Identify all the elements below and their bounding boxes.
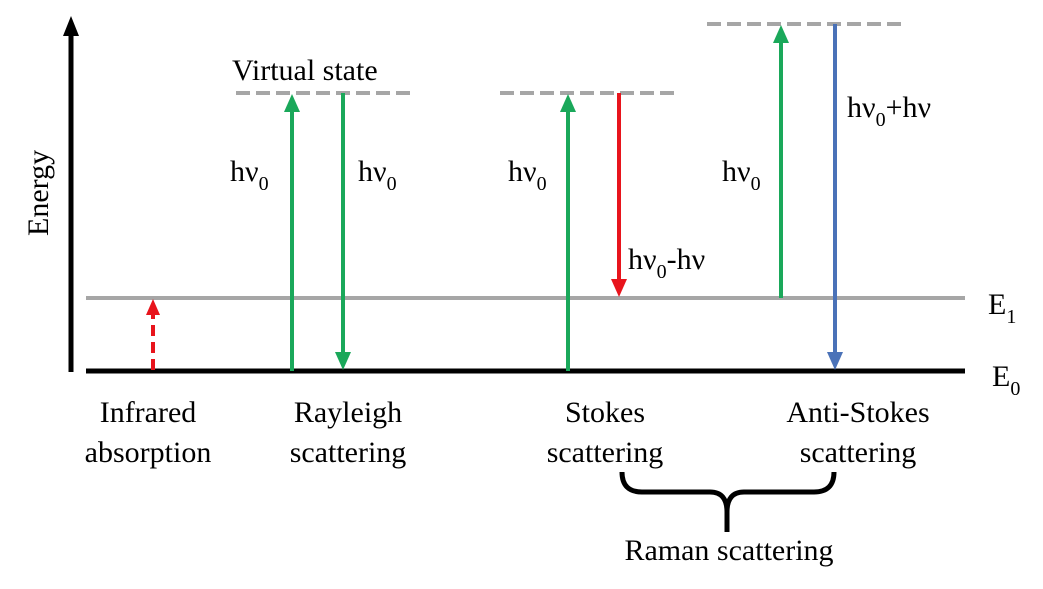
raman-group-brace <box>619 471 837 532</box>
process-label-line2: scattering <box>547 436 664 469</box>
rayleigh-down-arrowhead <box>335 352 351 370</box>
rayleigh-up-label: hν0 <box>230 155 269 195</box>
process-label-line2: scattering <box>800 436 917 469</box>
rayleigh-up-arrowhead <box>284 94 300 112</box>
raman-group-label: Raman scattering <box>624 534 833 567</box>
antistokes-down-arrowhead <box>827 352 843 370</box>
antistokes-down-label: hν0+hν <box>847 91 931 131</box>
stokes-down-arrowhead <box>611 279 627 297</box>
infrared-arrowhead <box>146 299 160 315</box>
level-e1-label: E1 <box>988 288 1016 328</box>
process-label-line1: Anti-Stokes <box>786 396 929 429</box>
stokes-up-label: hν0 <box>508 155 547 195</box>
virtual-state-label: Virtual state <box>232 54 378 87</box>
process-label-line1: Rayleigh <box>294 396 402 429</box>
process-label-antistokes: Anti-Stokes scattering <box>786 396 929 469</box>
process-label-line1: Stokes <box>565 396 645 429</box>
process-label-line2: scattering <box>290 436 407 469</box>
process-label-line2: absorption <box>85 436 212 469</box>
antistokes-up-label: hν0 <box>722 155 761 195</box>
process-label-line1: Infrared <box>100 396 197 429</box>
process-label-rayleigh: Rayleigh scattering <box>290 396 407 469</box>
level-e0-label: E0 <box>992 360 1020 400</box>
process-label-infrared: Infrared absorption <box>85 396 212 469</box>
stokes-up-arrowhead <box>560 94 576 112</box>
process-label-stokes: Stokes scattering <box>547 396 664 469</box>
antistokes-up-arrowhead <box>773 25 789 43</box>
energy-axis-label: Energy <box>22 150 55 236</box>
rayleigh-down-label: hν0 <box>358 155 397 195</box>
energy-axis-arrowhead <box>63 16 79 36</box>
stokes-down-label: hν0-hν <box>628 243 705 283</box>
